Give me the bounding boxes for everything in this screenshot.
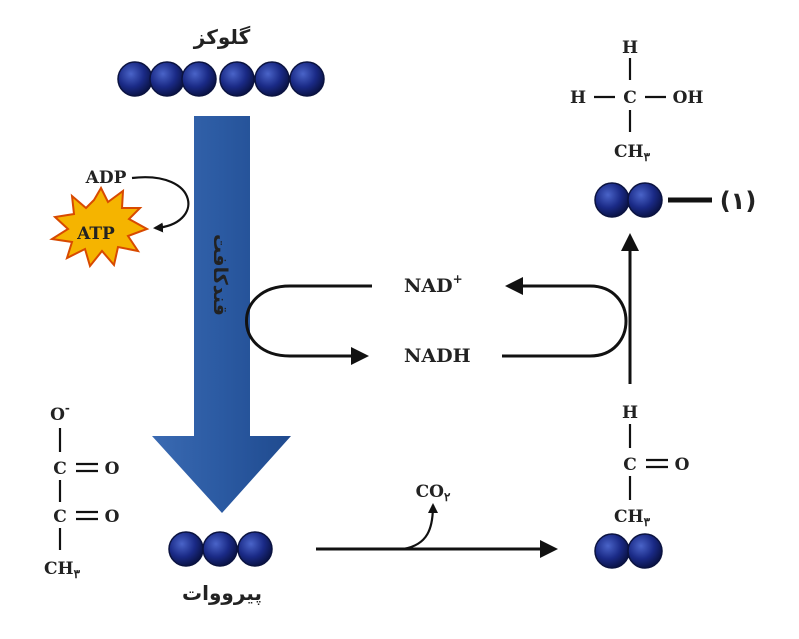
pyruvate-ch3: CH۳: [44, 559, 81, 581]
nadh-label: NADH: [404, 345, 471, 367]
adp-label: ADP: [85, 168, 127, 188]
pyruvate-label: پیرووات: [182, 581, 262, 606]
atom-c: C: [623, 88, 637, 108]
carbon-bead: [594, 533, 630, 569]
carbon-bead: [254, 61, 290, 97]
glycolysis-label: قندکافت: [209, 234, 231, 316]
atom-oh: OH: [673, 88, 704, 108]
atom-h: H: [570, 88, 586, 108]
carbon-bead: [117, 61, 153, 97]
carbon-bead: [168, 531, 204, 567]
co2-label: CO۲: [416, 482, 451, 504]
carbon-bead: [289, 61, 325, 97]
glycolysis-arrow: [152, 116, 291, 513]
acetaldehyde-molecule: [594, 533, 663, 569]
acetaldehyde-structure: H C O CH۳: [614, 403, 690, 529]
nad-reduction-loop: [245, 284, 372, 365]
ethanol-structure: H H C OH CH۳: [570, 38, 703, 164]
atom-h: H: [622, 38, 638, 58]
pyruvate-structure: O- C O C O CH۳: [44, 401, 120, 581]
ethanol-molecule: [594, 182, 663, 218]
carbon-bead: [594, 182, 630, 218]
atom-c: C: [623, 455, 637, 475]
pyruvate-molecule: [168, 531, 273, 567]
atp-label: ATP: [76, 224, 115, 244]
glucose-label: گلوکز: [193, 25, 251, 49]
marker-label: (۱): [720, 187, 757, 215]
carbon-bead: [627, 533, 663, 569]
atom-o-minus: O-: [50, 401, 70, 425]
carbon-bead: [627, 182, 663, 218]
carbon-bead: [149, 61, 185, 97]
atom-c: C: [53, 459, 67, 479]
atom-o: O: [105, 459, 120, 479]
acetaldehyde-ch3: CH۳: [614, 507, 651, 529]
glucose-molecule: [117, 61, 325, 97]
carbon-bead: [219, 61, 255, 97]
atom-o: O: [105, 507, 120, 527]
ethanol-ch3: CH۳: [614, 142, 651, 164]
nad-label: NAD+: [404, 272, 463, 297]
atom-c: C: [53, 507, 67, 527]
nad-oxidation-loop: [502, 277, 628, 358]
atom-o: O: [675, 455, 690, 475]
adp-to-atp-arrow: [131, 176, 190, 233]
carbon-bead: [237, 531, 273, 567]
co2-release-arrow: [402, 503, 438, 551]
atom-h: H: [622, 403, 638, 423]
carbon-bead: [202, 531, 238, 567]
atp-burst-icon: [49, 185, 150, 269]
carbon-bead: [181, 61, 217, 97]
